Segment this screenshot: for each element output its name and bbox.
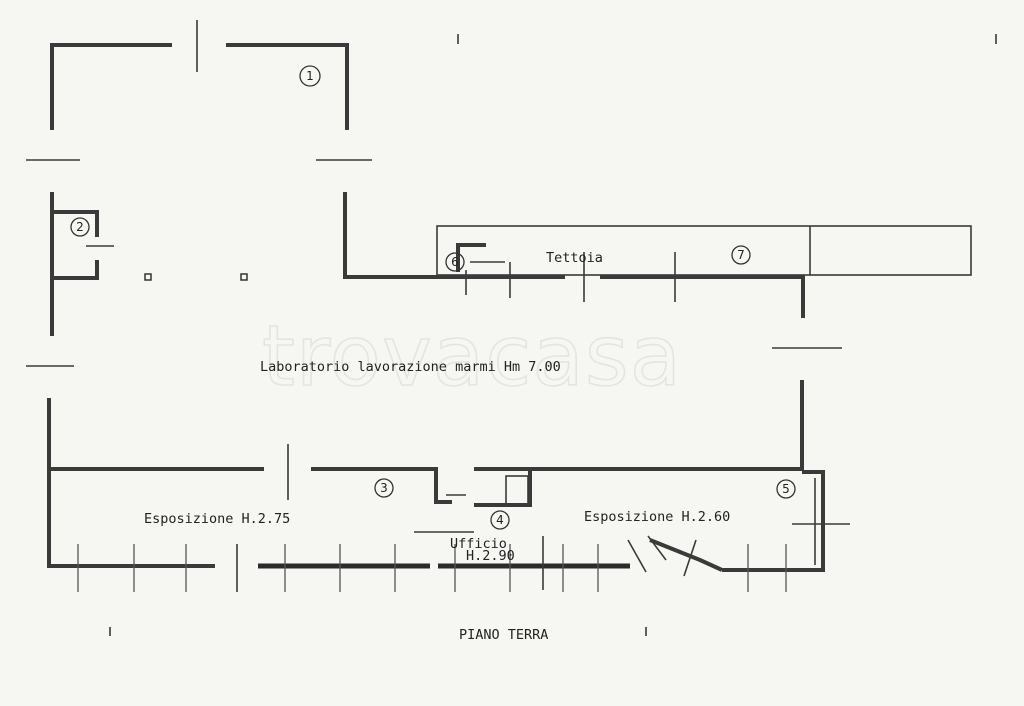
- marker-7: 7: [731, 245, 751, 265]
- marker-5-label: 5: [782, 482, 790, 496]
- marker-6-label: 6: [451, 255, 459, 269]
- marker-5: 5: [776, 479, 796, 499]
- floor-title: PIANO TERRA: [459, 627, 548, 643]
- marker-1-label: 1: [306, 69, 314, 83]
- marker-3: 3: [374, 478, 394, 498]
- tettoia-walls: [343, 34, 997, 349]
- marker-4: 4: [490, 510, 510, 530]
- lower-walls: [47, 380, 850, 636]
- marker-4-label: 4: [496, 513, 504, 527]
- marker-3-label: 3: [380, 481, 388, 495]
- room-label-laboratorio: Laboratorio lavorazione marmi Hm 7.00: [260, 359, 561, 375]
- marker-2: 2: [70, 217, 90, 237]
- room-label-tettoia: Tettoia: [546, 250, 603, 266]
- watermark: trovacasa: [262, 307, 682, 405]
- marker-2-label: 2: [76, 220, 84, 234]
- marker-1: 1: [299, 65, 321, 87]
- room-1-walls: [26, 20, 372, 161]
- room-label-ufficio: Ufficio: [450, 536, 507, 552]
- facade-ticks: [77, 544, 787, 592]
- marker-7-label: 7: [737, 248, 745, 262]
- marker-6: 6: [445, 252, 465, 272]
- room-label-ufficio-height: H.2.90: [466, 548, 515, 564]
- room-2-walls: [26, 192, 248, 367]
- room-label-esposizione-left: Esposizione H.2.75: [144, 511, 290, 527]
- room-label-esposizione-right: Esposizione H.2.60: [584, 509, 730, 525]
